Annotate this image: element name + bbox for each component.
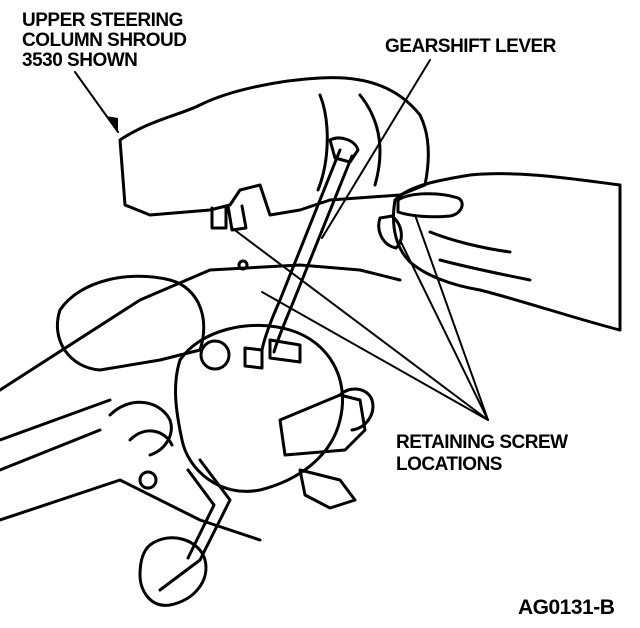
callout-screw-3 <box>414 214 489 421</box>
callout-screw-1 <box>231 227 489 421</box>
finger <box>377 214 403 250</box>
shroud-label-line-2: COLUMN SHROUD <box>22 30 187 51</box>
callout-screw-4 <box>399 239 489 421</box>
column-tube-mid-2 <box>0 428 102 472</box>
multifunction-lever-edge <box>186 468 216 560</box>
column-tube <box>0 263 402 392</box>
screw-label-line-2: LOCATIONS <box>396 454 502 475</box>
callout-screw-2 <box>261 291 489 421</box>
screw-label-line-1: RETAINING SCREW <box>396 432 568 453</box>
screw-label: RETAINING SCREW LOCATIONS <box>396 432 568 476</box>
shroud-label: UPPER STEERING COLUMN SHROUD 3530 SHOWN <box>22 11 187 71</box>
column-tube-lower <box>0 478 262 542</box>
shroud-label-line-1: UPPER STEERING <box>22 10 183 31</box>
wiring-harness <box>108 400 173 457</box>
lower-shroud <box>55 274 206 372</box>
gearshift-lever <box>260 148 342 352</box>
shroud-tab-left <box>210 206 228 230</box>
shroud-screw-hole <box>237 259 249 271</box>
column-tube-mid <box>0 398 112 442</box>
shroud-tab-right <box>226 204 248 232</box>
shroud-label-line-3: 3530 SHOWN <box>22 50 138 71</box>
gearshift-label: GEARSHIFT LEVER <box>385 36 556 57</box>
upper-shroud <box>118 76 430 217</box>
switch-connector <box>268 338 302 364</box>
gearshift-lever-edge <box>272 154 354 354</box>
ignition-cylinder <box>278 393 367 457</box>
callout-arrowhead-shroud <box>106 116 118 132</box>
hand-wrinkle <box>428 230 512 254</box>
switch-connector-2 <box>243 346 264 370</box>
shroud-inner-edge <box>316 93 329 192</box>
thumb <box>396 192 464 219</box>
shroud-inner-edge-2 <box>358 93 382 187</box>
ignition-body <box>298 468 357 510</box>
switch-housing <box>174 323 345 493</box>
column-bolt <box>138 470 158 490</box>
figure-code: AG0131-B <box>518 596 615 619</box>
ignition-key-end <box>338 387 375 432</box>
wiring-harness-2 <box>128 429 174 447</box>
callout-gearshift <box>321 59 431 239</box>
hand-wrinkle-2 <box>438 258 532 282</box>
switch-boss <box>199 339 231 371</box>
lever-knob <box>138 536 208 607</box>
lever-collar <box>328 136 360 164</box>
multifunction-lever <box>158 458 232 592</box>
